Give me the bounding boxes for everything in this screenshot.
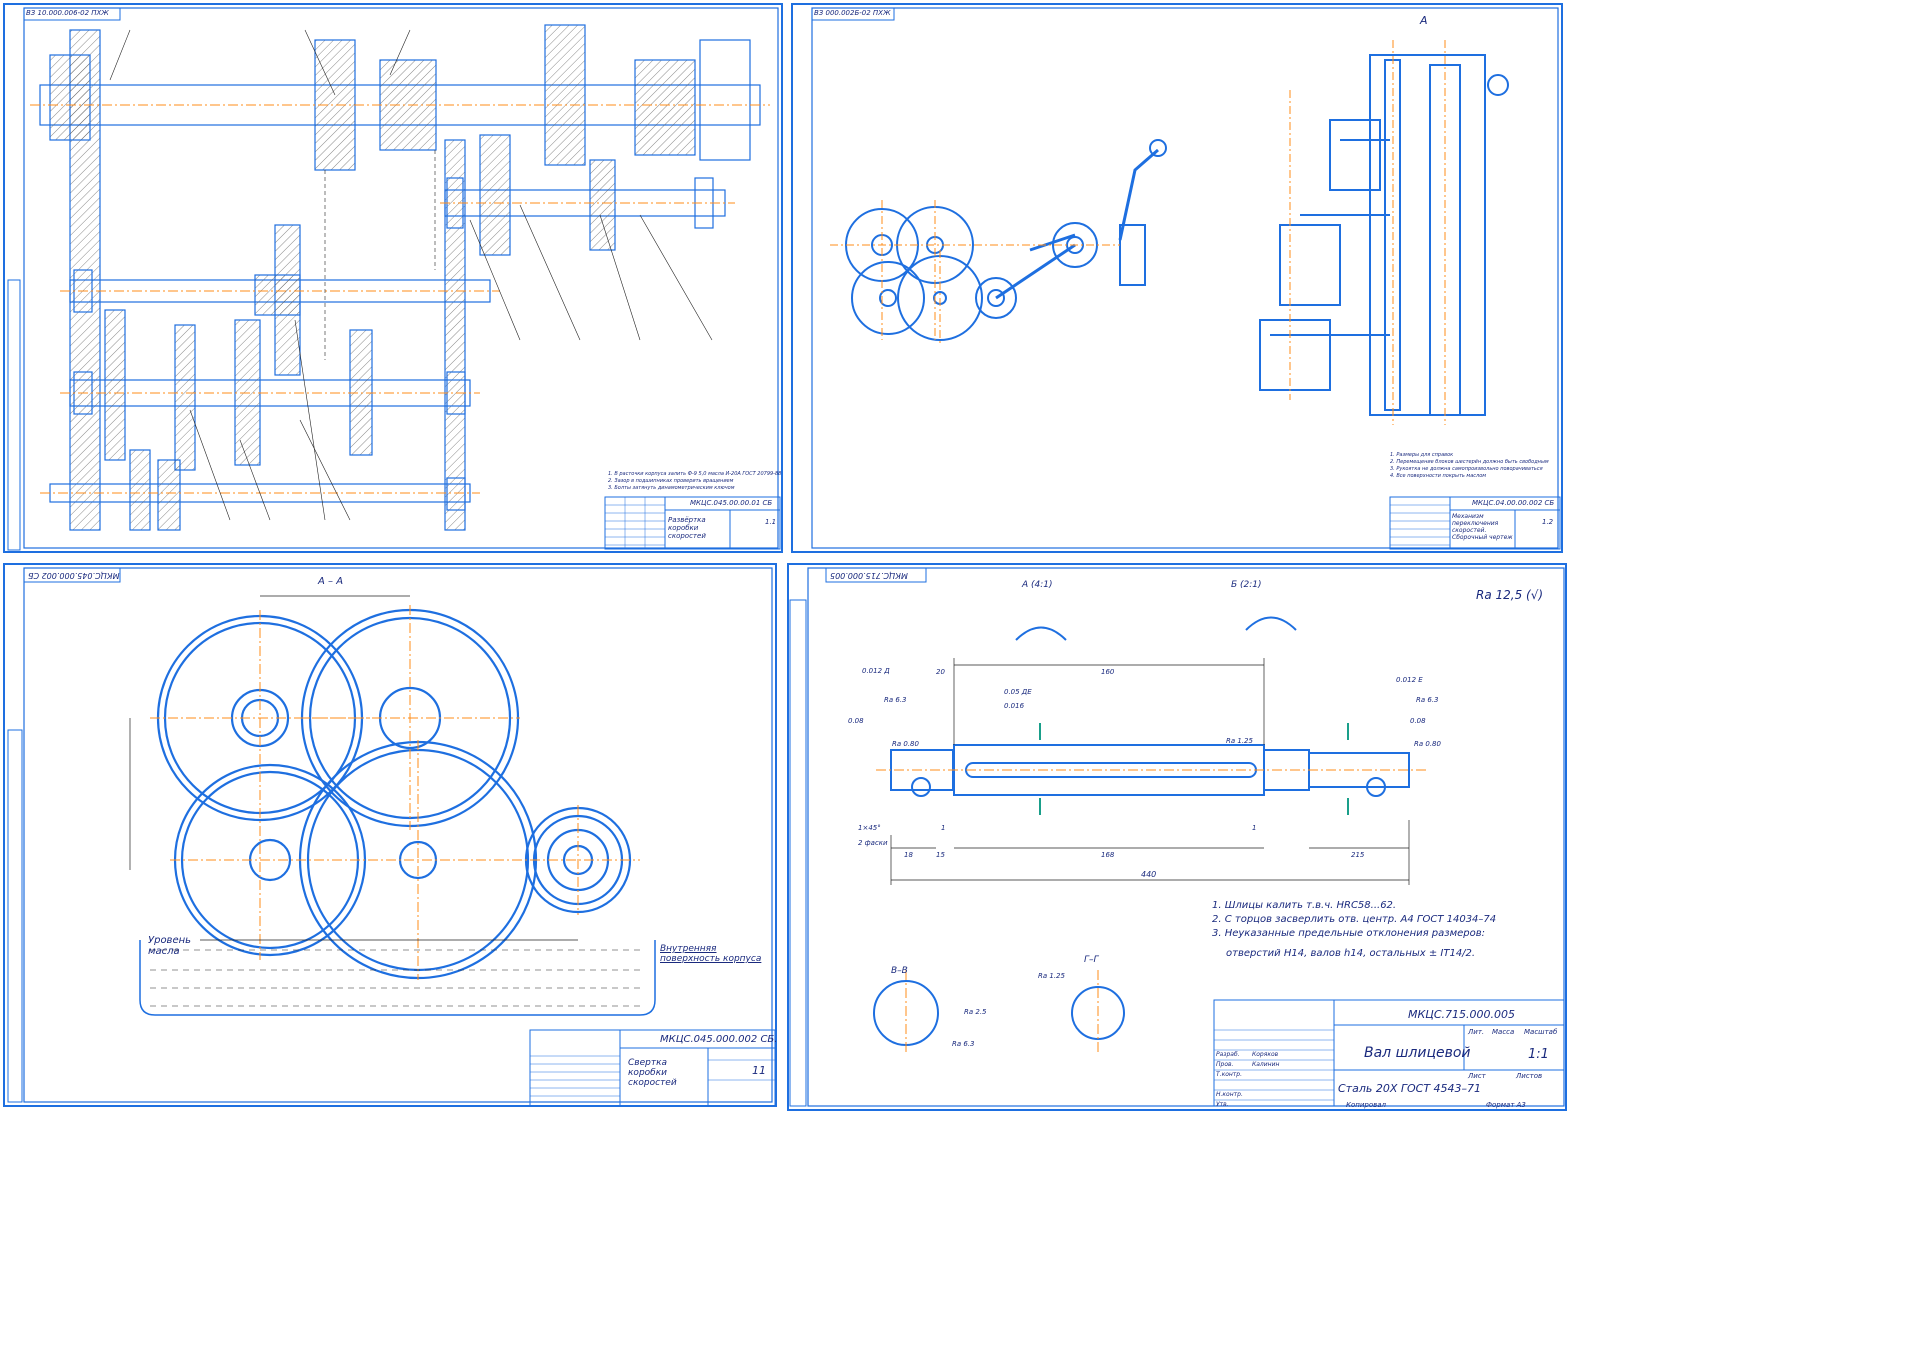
title-code: МКЦС.045.00.00.01 СБ <box>690 499 773 507</box>
sheet-number: 1.2 <box>1542 518 1554 526</box>
general-roughness: Ra 12,5 (√) <box>1476 588 1544 602</box>
roughness-2: Ra 0.80 <box>892 740 919 748</box>
tech-note-2: 2. Зазор в подшипниках проверить вращени… <box>608 478 734 484</box>
dim-1-right: 1 <box>1252 824 1257 832</box>
sheet-gearbox-section: МКЦС.045.000.002 СБ А – А Уровень масла … <box>0 560 780 1110</box>
tolerance-4: 0.012 Е <box>1396 676 1423 684</box>
row-utv: Утв. <box>1216 1101 1229 1108</box>
tolerance-6: 0.08 <box>1410 717 1426 725</box>
roughness-7: Ra 6.3 <box>952 1040 975 1048</box>
title-name: Свертка коробки скоростей <box>628 1058 677 1088</box>
housing-label: Внутренняя поверхность корпуса <box>660 944 762 964</box>
tolerance-1: 0.012 Д <box>862 667 890 675</box>
roughness-8: Ra 1.25 <box>1038 972 1065 980</box>
dim-440: 440 <box>1141 870 1157 879</box>
row-prov: Пров. <box>1216 1061 1234 1068</box>
tech-note-1: 1. Шлицы калить т.в.ч. HRC58...62. <box>1212 900 1397 911</box>
drawing-splined-shaft <box>787 563 1567 1111</box>
drawing-gearbox-development <box>3 3 783 553</box>
drawing-gearbox-section <box>3 563 777 1107</box>
name-checker: Калинин <box>1252 1061 1280 1068</box>
view-a-label: А (4:1) <box>1022 580 1053 590</box>
roughness-4: Ra 6.3 <box>1416 696 1439 704</box>
tolerance-3: 0.016 <box>1004 702 1025 710</box>
scale-value: 1:1 <box>1528 1047 1549 1062</box>
tech-note-2: 2. С торцов засверлить отв. центр. А4 ГО… <box>1212 914 1497 925</box>
chamfer-dim: 1×45° <box>858 824 881 832</box>
oil-level-label: Уровень масла <box>148 935 192 957</box>
drawing-shift-mechanism <box>791 3 1563 553</box>
tolerance-2: 0.05 ДЕ <box>1004 688 1032 696</box>
section-gg-label: Г–Г <box>1084 955 1099 965</box>
title-code: МКЦС.045.000.002 СБ. <box>660 1034 778 1045</box>
dim-1-left: 1 <box>941 824 946 832</box>
header-lit: Лит. <box>1468 1028 1485 1036</box>
dim-168: 168 <box>1101 851 1115 859</box>
name-developer: Коряков <box>1252 1051 1279 1058</box>
dim-18: 18 <box>904 851 913 859</box>
title-name: Вал шлицевой <box>1364 1045 1471 1061</box>
row-tkontr: Т.контр. <box>1216 1071 1243 1078</box>
roughness-3: Ra 1.25 <box>1226 737 1253 745</box>
row-razrab: Разраб. <box>1216 1051 1240 1058</box>
chamfer-count: 2 фаски <box>858 839 888 847</box>
view-label-a: А <box>1420 14 1428 27</box>
title-name: Механизм переключения скоростей. Сборочн… <box>1452 513 1513 541</box>
tech-note-3: 3. Неуказанные предельные отклонения раз… <box>1212 928 1486 939</box>
title-code: МКЦС.715.000.005 <box>1408 1008 1515 1021</box>
tech-note-1: 1. В расточки корпуса залить Ф-9 5,0 мас… <box>608 471 782 477</box>
dim-15: 15 <box>936 851 945 859</box>
copied-by: Копировал <box>1346 1101 1386 1109</box>
sheets-count-label: Листов <box>1516 1072 1543 1080</box>
roughness-1: Ra 6.3 <box>884 696 907 704</box>
tech-note-3: 3. Болты затянуть динамометрическим ключ… <box>608 485 735 491</box>
tolerance-5: 0.08 <box>848 717 864 725</box>
roughness-6: Ra 2.5 <box>964 1008 987 1016</box>
header-scale: Масштаб <box>1524 1028 1558 1036</box>
sheet-gearbox-development: ВЗ 10.000.006-02 ПХЖ МКЦС.045.00.00.01 С… <box>0 0 786 556</box>
sheet-number: 11 <box>752 1064 766 1077</box>
section-label: А – А <box>318 576 344 587</box>
roughness-5: Ra 0.80 <box>1414 740 1441 748</box>
dim-160: 160 <box>1101 668 1115 676</box>
title-code: МКЦС.04.00.00.002 СБ <box>1472 499 1555 507</box>
sheet-splined-shaft: МКЦС.715.000.005 Ra 12,5 (√) А (4:1) Б (… <box>786 560 1570 1114</box>
sheet-shift-mechanism: ВЗ 000.002Б-02 ПХЖ А МКЦС.04.00.00.002 С… <box>790 0 1566 556</box>
sheet-label: Лист <box>1468 1072 1486 1080</box>
tech-note-2: 2. Перемещение блоков шестерён должно бы… <box>1390 459 1549 465</box>
dim-20: 20 <box>936 668 945 676</box>
view-b-label: Б (2:1) <box>1231 580 1262 590</box>
sheet-stamp-code: ВЗ 000.002Б-02 ПХЖ <box>814 9 891 17</box>
tech-note-3: 3. Рукоятка не должна самопроизвольно по… <box>1390 466 1543 472</box>
sheet-stamp-code: ВЗ 10.000.006-02 ПХЖ <box>26 9 109 17</box>
header-mass: Масса <box>1492 1028 1515 1036</box>
sheet-number: 1.1 <box>765 518 777 526</box>
sheet-stamp-code: МКЦС.045.000.002 СБ <box>28 571 120 580</box>
tech-note-4: 4. Все поверхности покрыть маслом <box>1390 473 1487 479</box>
sheet-stamp-code: МКЦС.715.000.005 <box>830 571 908 580</box>
paper-format: Формат А3 <box>1486 1101 1526 1109</box>
title-name: Развёртка коробки скоростей <box>668 516 706 540</box>
row-nkontr: Н.контр. <box>1216 1091 1243 1098</box>
tech-note-1: 1. Размеры для справок <box>1390 452 1454 458</box>
tech-note-4: отверстий Н14, валов h14, остальных ± IT… <box>1226 948 1476 959</box>
dim-215: 215 <box>1351 851 1365 859</box>
material: Сталь 20Х ГОСТ 4543–71 <box>1338 1082 1482 1095</box>
section-vv-label: В–В <box>891 966 908 976</box>
